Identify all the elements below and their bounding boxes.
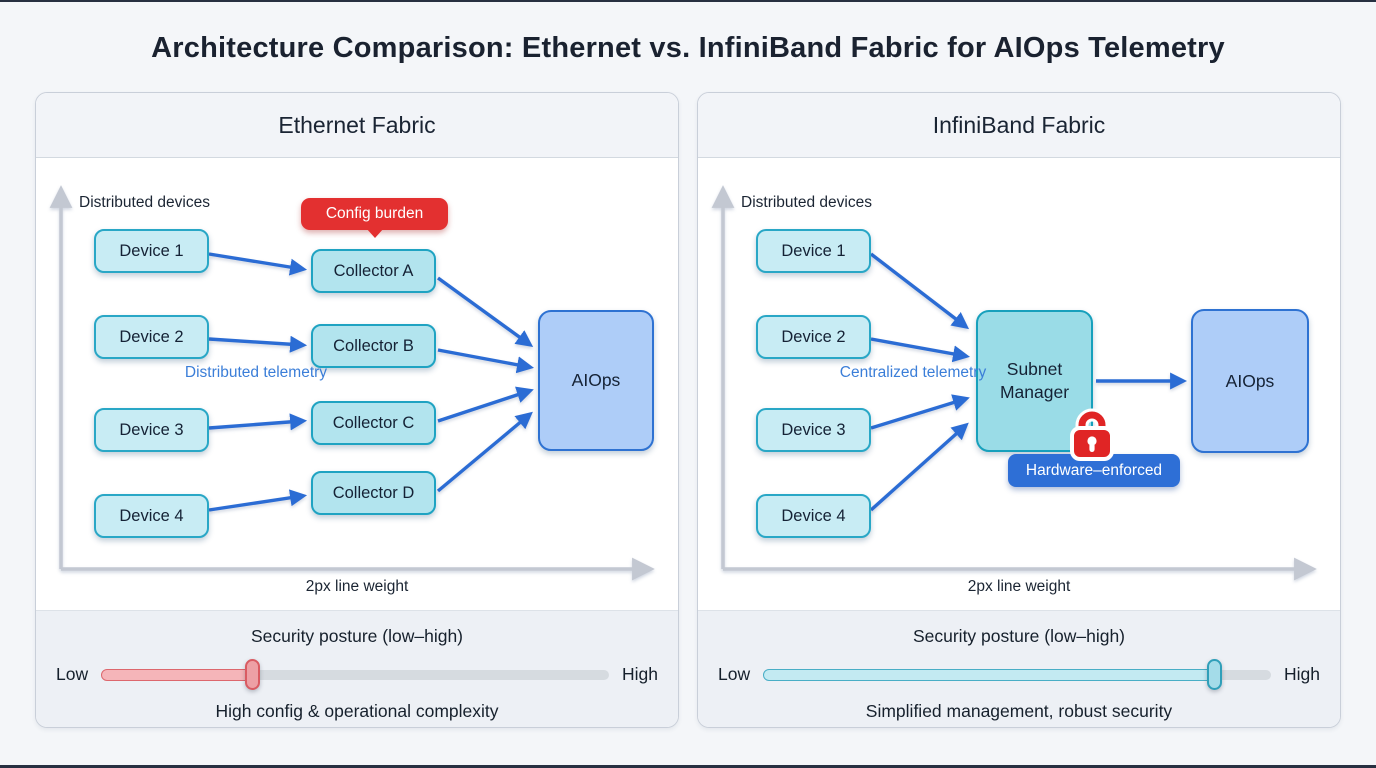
lock-icon: [1070, 408, 1114, 461]
slider-title: Security posture (low–high): [250, 626, 464, 646]
security-slider-infiniband: Low High: [698, 658, 1340, 690]
node-device-4: Device 4: [756, 494, 871, 538]
slider-fill: [763, 668, 1218, 681]
flow-arrow: [870, 337, 971, 363]
x-axis-label: 2px line weight: [305, 578, 409, 595]
node-device-4: Device 4: [94, 494, 209, 538]
slider-track[interactable]: [101, 658, 609, 690]
panel-ethernet-title: Ethernet Fabric: [36, 93, 678, 158]
flow-arrow: [436, 411, 533, 493]
panel-infiniband: InfiniBand Fabric Dist: [697, 92, 1341, 728]
node-device-1: Device 1: [756, 229, 871, 273]
node-collector-c: Collector C: [311, 401, 436, 445]
slider-caption: High config & operational complexity: [215, 701, 499, 721]
node-aiops: AIOps: [538, 310, 654, 451]
flow-arrow: [208, 252, 308, 276]
node-device-3: Device 3: [94, 408, 209, 452]
node-collector-b: Collector B: [311, 324, 436, 368]
flow-arrow: [437, 386, 534, 423]
slider-thumb[interactable]: [245, 658, 261, 690]
x-axis-label: 2px line weight: [967, 578, 1071, 595]
infiniband-wires: [711, 185, 1317, 581]
flow-label-centralized: Centralized telemetry: [839, 364, 987, 381]
ethernet-wires: [49, 185, 655, 581]
ethernet-diagram: Distributed devices 2px line weight Devi…: [36, 158, 678, 610]
panel-ethernet: Ethernet Fabric: [35, 92, 679, 728]
node-device-2: Device 2: [94, 315, 209, 359]
slider-caption: Simplified management, robust security: [865, 701, 1173, 721]
node-device-1: Device 1: [94, 229, 209, 273]
flow-arrow: [437, 276, 534, 347]
node-subnet-manager: Subnet Manager: [976, 310, 1093, 452]
slider-track[interactable]: [763, 658, 1271, 690]
infiniband-footer: Security posture (low–high) Low High Sim…: [698, 610, 1340, 727]
flow-label-distributed: Distributed telemetry: [184, 364, 328, 381]
page-title: Architecture Comparison: Ethernet vs. In…: [151, 32, 1225, 64]
config-burden-callout: Config burden: [301, 198, 448, 230]
slider-max-label: High: [1284, 664, 1320, 684]
flow-arrow: [208, 335, 308, 353]
flow-arrow: [437, 348, 535, 374]
security-slider-ethernet: Low High: [36, 658, 678, 690]
flow-arrow: [208, 413, 308, 431]
slider-title: Security posture (low–high): [912, 626, 1126, 646]
node-device-2: Device 2: [756, 315, 871, 359]
flow-arrow: [869, 252, 970, 330]
panel-infiniband-title: InfiniBand Fabric: [698, 93, 1340, 158]
flow-arrow: [208, 489, 308, 512]
node-aiops: AIOps: [1191, 309, 1309, 453]
flow-arrow: [870, 394, 970, 430]
comparison-panels: Ethernet Fabric: [0, 92, 1376, 728]
slider-thumb[interactable]: [1207, 658, 1223, 690]
node-collector-a: Collector A: [311, 249, 436, 293]
infiniband-diagram: Distributed devices 2px line weight Devi…: [698, 158, 1340, 610]
slider-max-label: High: [622, 664, 658, 684]
y-axis-label: Distributed devices: [741, 194, 872, 211]
slider-min-label: Low: [718, 664, 751, 684]
hardware-enforced-badge: Hardware–enforced: [1008, 454, 1180, 487]
slider-min-label: Low: [56, 664, 89, 684]
y-axis-label: Distributed devices: [79, 194, 210, 211]
slider-fill: [101, 668, 256, 681]
ethernet-footer: Security posture (low–high) Low High Hig…: [36, 610, 678, 727]
node-device-3: Device 3: [756, 408, 871, 452]
node-collector-d: Collector D: [311, 471, 436, 515]
flow-arrow: [869, 422, 969, 512]
